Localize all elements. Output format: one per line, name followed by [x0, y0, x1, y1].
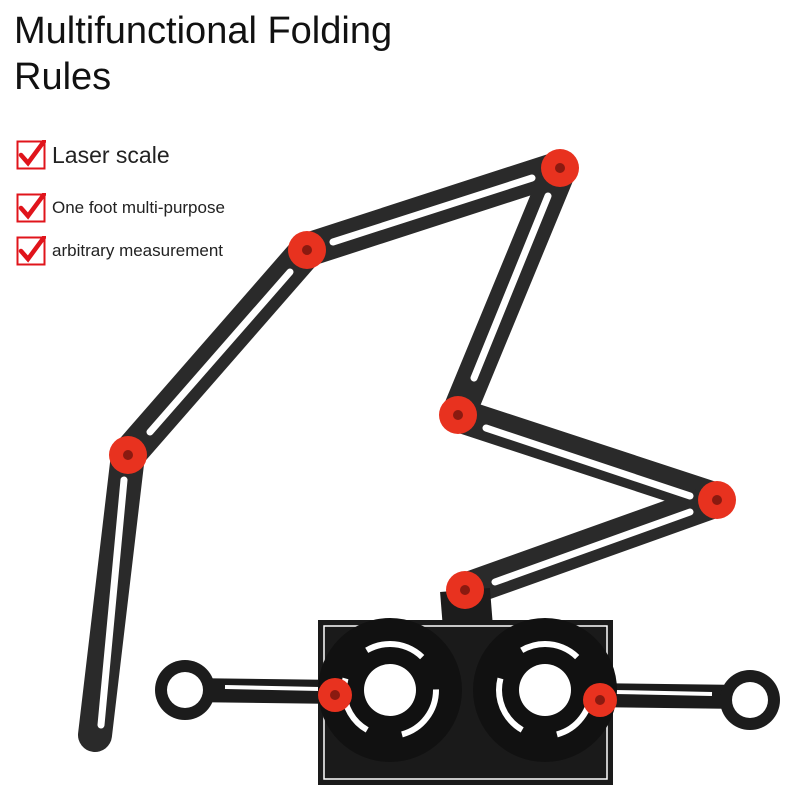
- pivot-knobs: [109, 149, 736, 717]
- check-icon: [16, 236, 46, 266]
- feature-item: Laser scale: [16, 140, 170, 170]
- feature-item: arbitrary measurement: [16, 236, 223, 266]
- ruler-slots: [97, 174, 694, 729]
- feature-item: One foot multi-purpose: [16, 193, 225, 223]
- base-plate: [155, 618, 780, 785]
- feature-label: Laser scale: [52, 141, 170, 168]
- check-icon: [16, 193, 46, 223]
- check-icon: [16, 140, 46, 170]
- feature-label: One foot multi-purpose: [52, 198, 225, 217]
- product-title: Multifunctional Folding Rules: [14, 10, 393, 98]
- feature-label: arbitrary measurement: [52, 241, 224, 260]
